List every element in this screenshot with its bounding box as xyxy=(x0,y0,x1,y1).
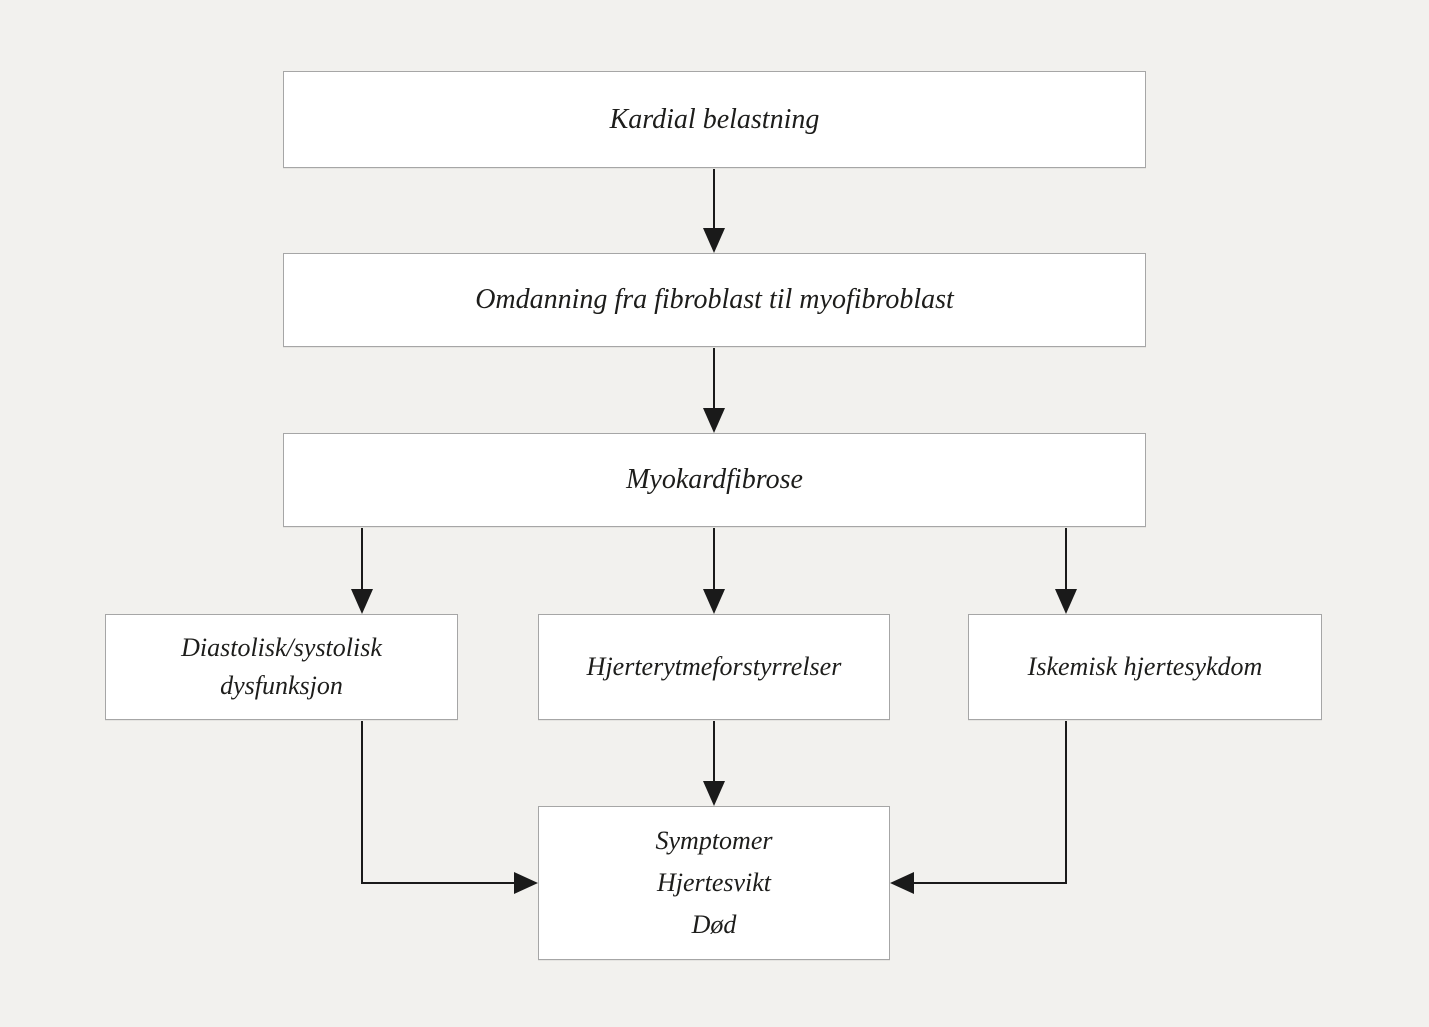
node-kardial-belastning-label: Kardial belastning xyxy=(609,103,820,135)
node-utfall-label-line3: Død xyxy=(691,910,737,940)
node-iskemisk-hjertesykdom: Iskemisk hjertesykdom xyxy=(968,614,1322,720)
arrow-rytmeforstyrrelser-to-utfall xyxy=(703,721,725,806)
node-symptomer-hjertesvikt-dod: Symptomer Hjertesvikt Død xyxy=(538,806,890,960)
node-myokardfibrose: Myokardfibrose xyxy=(283,433,1146,527)
node-omdanning-fibroblast-label: Omdanning fra fibroblast til myofibrobla… xyxy=(475,284,954,315)
arrow-dysfunksjon-to-utfall xyxy=(361,721,538,894)
arrow-kardial-to-omdanning xyxy=(703,169,725,253)
arrow-myokardfibrose-to-dysfunksjon xyxy=(351,528,373,614)
arrow-omdanning-to-myokardfibrose xyxy=(703,348,725,433)
node-dysfunksjon-label-line2: dysfunksjon xyxy=(220,671,343,700)
node-utfall-label-line2: Hjertesvikt xyxy=(656,867,772,897)
node-hjerterytmeforstyrrelser-label: Hjerterytmeforstyrrelser xyxy=(586,652,842,681)
node-utfall-label-line1: Symptomer xyxy=(655,825,773,855)
node-omdanning-fibroblast: Omdanning fra fibroblast til myofibrobla… xyxy=(283,253,1146,347)
arrow-myokardfibrose-to-rytmeforstyrrelser xyxy=(703,528,725,614)
node-dysfunksjon-label-line1: Diastolisk/systolisk xyxy=(181,633,382,663)
node-diastolisk-systolisk-dysfunksjon: Diastolisk/systolisk dysfunksjon xyxy=(105,614,458,720)
arrow-iskemisk-to-utfall xyxy=(890,721,1067,894)
node-myokardfibrose-label: Myokardfibrose xyxy=(626,464,803,495)
node-hjerterytmeforstyrrelser: Hjerterytmeforstyrrelser xyxy=(538,614,890,720)
node-iskemisk-hjertesykdom-label: Iskemisk hjertesykdom xyxy=(1027,652,1263,681)
arrow-myokardfibrose-to-iskemisk xyxy=(1055,528,1077,614)
node-kardial-belastning: Kardial belastning xyxy=(283,71,1146,168)
